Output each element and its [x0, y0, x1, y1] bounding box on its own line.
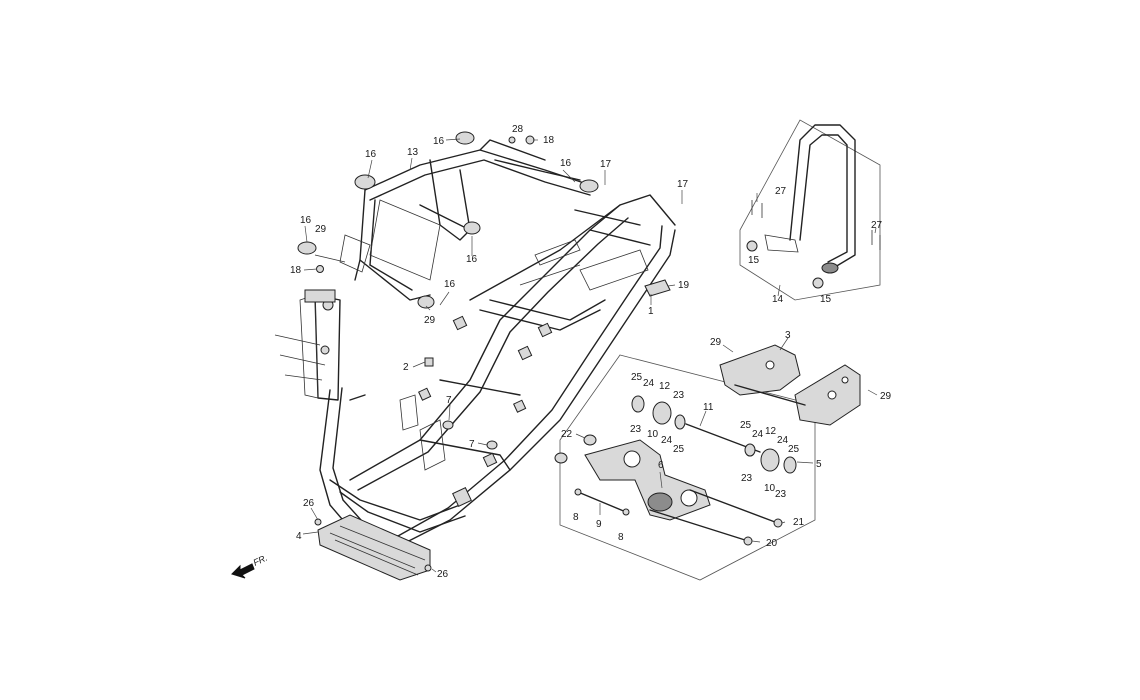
collar-15-b	[812, 277, 824, 289]
callout-9: 9	[596, 519, 602, 530]
callout-16-d: 16	[300, 215, 312, 226]
callout-7-a: 7	[446, 395, 452, 406]
callout-24-c: 24	[752, 429, 764, 440]
callout-10-b: 10	[764, 483, 776, 494]
callout-29-d: 29	[880, 391, 892, 402]
callout-16-a: 16	[365, 149, 377, 160]
callout-20: 20	[766, 538, 778, 549]
callout-15-b: 15	[820, 294, 832, 305]
steering-head-assembly	[274, 289, 366, 401]
callout-23-a: 23	[673, 390, 685, 401]
callout-25-a: 25	[631, 372, 643, 383]
front-bracket-13	[297, 131, 599, 309]
callout-18-a: 18	[543, 135, 555, 146]
callout-29-b: 29	[424, 315, 436, 326]
callout-29-a: 29	[315, 224, 327, 235]
callout-25-b: 25	[673, 444, 685, 455]
callout-23-b: 23	[630, 424, 642, 435]
front-direction-label: FR.	[252, 553, 269, 568]
cap-16-f	[417, 295, 435, 309]
floor-bracket-4	[314, 514, 432, 581]
callout-1: 1	[648, 306, 654, 317]
callout-2: 2	[403, 362, 409, 373]
grab-rail-assembly-14	[739, 119, 881, 301]
callout-24-b: 24	[661, 435, 673, 446]
callout-26-a: 26	[303, 498, 315, 509]
callout-17-a: 17	[600, 159, 612, 170]
callout-14: 14	[772, 294, 784, 305]
cap-16-e	[297, 241, 317, 255]
collar-15-a	[746, 240, 758, 252]
engine-hanger-assembly-5	[554, 344, 861, 581]
callout-24-a: 24	[643, 378, 655, 389]
callout-29-c: 29	[710, 337, 722, 348]
callout-21: 21	[793, 517, 805, 528]
cap-16-a	[354, 174, 376, 190]
callout-28: 28	[512, 124, 524, 135]
callout-16-f: 16	[444, 279, 456, 290]
callout-27-b: 27	[871, 220, 883, 231]
callout-26-b: 26	[437, 569, 449, 580]
callout-25-d: 25	[788, 444, 800, 455]
callout-3: 3	[785, 330, 791, 341]
callout-23-d: 23	[775, 489, 787, 500]
callout-16-e: 16	[466, 254, 478, 265]
main-frame	[319, 194, 676, 549]
callout-13: 13	[407, 147, 419, 158]
cap-16-c	[579, 179, 599, 193]
callout-16-c: 16	[560, 158, 572, 169]
label-plate-19	[644, 279, 671, 297]
callout-8-b: 8	[618, 532, 624, 543]
callout-16-b: 16	[433, 136, 445, 147]
callout-6: 6	[658, 460, 664, 471]
callout-15-a: 15	[748, 255, 760, 266]
callout-numbers: 16 13 16 28 18 16 17 17 16 29 18 16 16 2…	[290, 124, 892, 580]
front-direction-arrow-icon: FR.	[231, 553, 269, 579]
callout-10-a: 10	[647, 429, 659, 440]
callout-23-c: 23	[741, 473, 753, 484]
callout-19: 19	[678, 280, 690, 291]
cap-16-b	[455, 131, 475, 145]
callout-25-c: 25	[740, 420, 752, 431]
callout-8-a: 8	[573, 512, 579, 523]
callout-17-b: 17	[677, 179, 689, 190]
callout-leaders	[302, 138, 878, 573]
callout-5: 5	[816, 459, 822, 470]
callout-24-d: 24	[777, 435, 789, 446]
callout-22: 22	[561, 429, 573, 440]
callout-12-b: 12	[765, 426, 777, 437]
callout-7-b: 7	[469, 439, 475, 450]
callout-27-a: 27	[775, 186, 787, 197]
callout-11: 11	[703, 402, 714, 413]
callout-18-b: 18	[290, 265, 302, 276]
cap-16-d	[463, 221, 481, 235]
callout-12-a: 12	[659, 381, 671, 392]
callout-4: 4	[296, 531, 302, 542]
